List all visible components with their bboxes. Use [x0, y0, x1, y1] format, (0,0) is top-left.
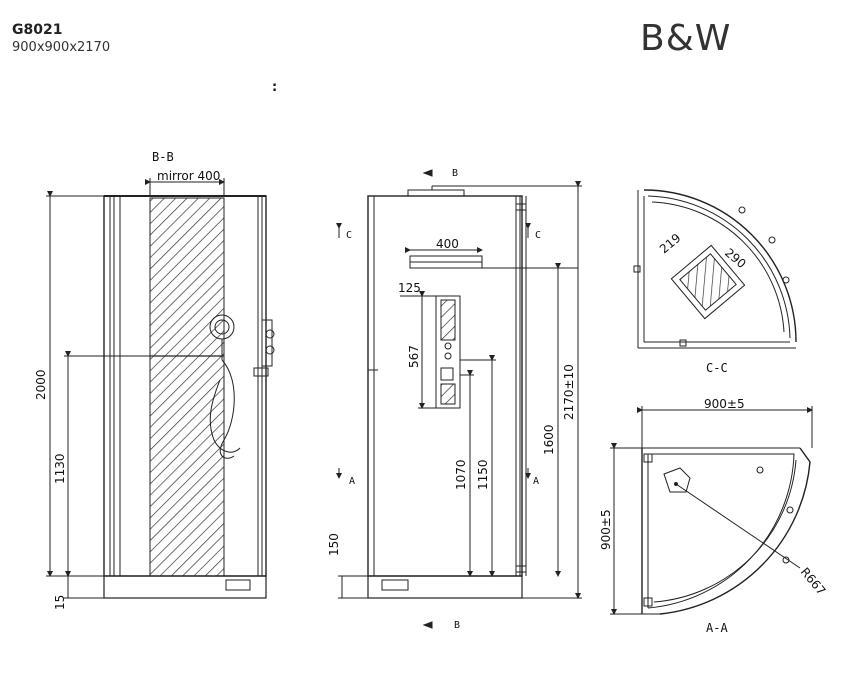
front-dim-1600: 1600 [542, 424, 556, 455]
aa-dim-depth: 900±5 [599, 509, 613, 550]
model-size: 900x900x2170 [12, 40, 111, 55]
cc-dim-b: 290 [722, 246, 749, 271]
bb-dim-total: 2000 [34, 369, 48, 400]
front-dim-total: 2170±10 [562, 364, 576, 420]
front-section-a-right: A [533, 476, 539, 487]
cc-title: C-C [706, 361, 728, 375]
view-front: B B C C A A 400 [327, 168, 582, 631]
aa-title: A-A [706, 621, 728, 635]
aa-dim-radius: R667 [798, 565, 829, 598]
model-number: G8021 [12, 22, 63, 38]
bb-dim-mid: 1130 [53, 453, 67, 484]
view-aa: 900±5 900±5 R667 A-A [599, 397, 829, 635]
front-dim-base: 150 [327, 533, 341, 556]
front-section-c-left: C [346, 230, 352, 241]
front-dim-1070: 1070 [454, 459, 468, 490]
aa-dim-width: 900±5 [704, 397, 745, 411]
bb-title: B-B [152, 150, 174, 164]
cc-dim-a: 219 [657, 231, 684, 256]
brand-logo: B&W [640, 18, 732, 59]
front-dim-head-width: 400 [436, 237, 459, 251]
bb-dim-base: 15 [53, 595, 67, 610]
front-section-b-bottom: B [454, 620, 460, 631]
separator-mark: : [272, 80, 278, 95]
front-dim-panel-offset: 125 [398, 281, 421, 295]
front-dim-panel-height: 567 [407, 345, 421, 368]
front-dim-1150: 1150 [476, 459, 490, 490]
front-section-b-top: B [452, 168, 458, 179]
front-section-a-left: A [349, 476, 355, 487]
front-section-c-right: C [535, 230, 541, 241]
bb-mirror-label: mirror 400 [157, 169, 220, 183]
view-bb: B-B mirror 400 2000 [34, 150, 275, 610]
view-cc: 219 290 C-C [633, 189, 797, 375]
